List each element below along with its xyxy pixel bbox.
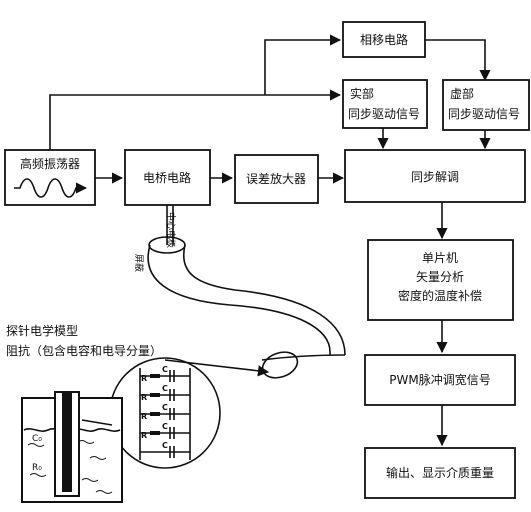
cable-end-link xyxy=(261,354,346,361)
rung-1: R C xyxy=(140,365,190,383)
mcu-label-1: 单片机 xyxy=(422,251,458,265)
rung-4: R C xyxy=(140,422,190,440)
rung-5: C xyxy=(140,441,190,458)
real-part-label-1: 实部 xyxy=(350,86,374,101)
real-part-block: 实部 同步驱动信号 xyxy=(342,79,428,129)
sync-demod-label: 同步解调 xyxy=(411,170,459,184)
shield-label: 屏蔽 xyxy=(133,254,145,272)
probe-to-circle-line xyxy=(81,419,113,426)
osc-to-real-arrow xyxy=(49,89,342,150)
rung-3: R C xyxy=(140,403,190,421)
pwm-label: PWM脉冲调宽信号 xyxy=(389,372,490,387)
rung-2: R C xyxy=(140,384,190,402)
oscillator-label: 高频振荡器 xyxy=(20,156,80,171)
svg-text:R: R xyxy=(141,412,147,421)
probe-core xyxy=(62,392,72,492)
tank-label-r0: R₀ xyxy=(32,463,42,473)
bridge-block: 电桥电路 xyxy=(124,149,211,206)
output-label: 输出、显示介质重量 xyxy=(386,465,494,480)
oscillator-block: 高频振荡器 xyxy=(4,149,96,206)
cable-outer-edge-bottom xyxy=(182,244,346,356)
imag-part-label-2: 同步驱动信号 xyxy=(448,107,520,121)
svg-text:C: C xyxy=(162,365,168,374)
error-amp-block: 误差放大器 xyxy=(234,154,319,204)
error-amp-label: 误差放大器 xyxy=(246,171,306,186)
cable-outer-edge-top xyxy=(147,244,331,355)
connections xyxy=(49,34,491,447)
svg-text:C: C xyxy=(162,403,168,412)
tank-label-c0: C₀ xyxy=(32,434,42,444)
svg-text:R: R xyxy=(141,393,147,402)
probe-pointer-arrow xyxy=(164,359,270,377)
coax-cable: 中心电极 屏蔽 xyxy=(133,205,346,379)
imag-part-label-1: 虚部 xyxy=(450,86,474,101)
sine-wave-icon xyxy=(14,178,88,198)
phase-to-imag-arrow xyxy=(425,39,491,82)
phase-shift-block: 相移电路 xyxy=(342,21,426,58)
svg-text:R: R xyxy=(141,374,147,383)
pwm-block: PWM脉冲调宽信号 xyxy=(364,354,516,406)
cable-end-bottom xyxy=(261,351,299,379)
liquid-waves xyxy=(27,440,113,494)
probe-title: 探针电学模型 xyxy=(6,323,78,338)
mcu-label-3: 密度的温度补偿 xyxy=(398,288,482,303)
real-part-label-2: 同步驱动信号 xyxy=(348,107,420,121)
to-phase-shift-arrow xyxy=(264,34,342,95)
probe-model-caption: 探针电学模型 阻抗（包含电容和电导分量） xyxy=(6,323,270,377)
probe-subtitle: 阻抗（包含电容和电导分量） xyxy=(6,343,162,358)
svg-text:C: C xyxy=(162,441,168,450)
svg-text:C: C xyxy=(162,422,168,431)
core-label: 中心电极 xyxy=(165,212,177,248)
mcu-block: 单片机 矢量分析 密度的温度补偿 xyxy=(367,239,514,321)
phase-shift-label: 相移电路 xyxy=(360,32,408,47)
svg-text:R: R xyxy=(141,431,147,440)
mcu-label-2: 矢量分析 xyxy=(416,270,464,284)
bridge-label: 电桥电路 xyxy=(143,170,191,185)
magnified-circuit: R C R C R C R C xyxy=(109,357,221,469)
imag-part-block: 虚部 同步驱动信号 xyxy=(442,79,530,131)
svg-text:C: C xyxy=(162,384,168,393)
tank: C₀ R₀ xyxy=(21,391,123,503)
sync-demod-block: 同步解调 xyxy=(344,149,526,203)
output-block: 输出、显示介质重量 xyxy=(364,447,516,499)
